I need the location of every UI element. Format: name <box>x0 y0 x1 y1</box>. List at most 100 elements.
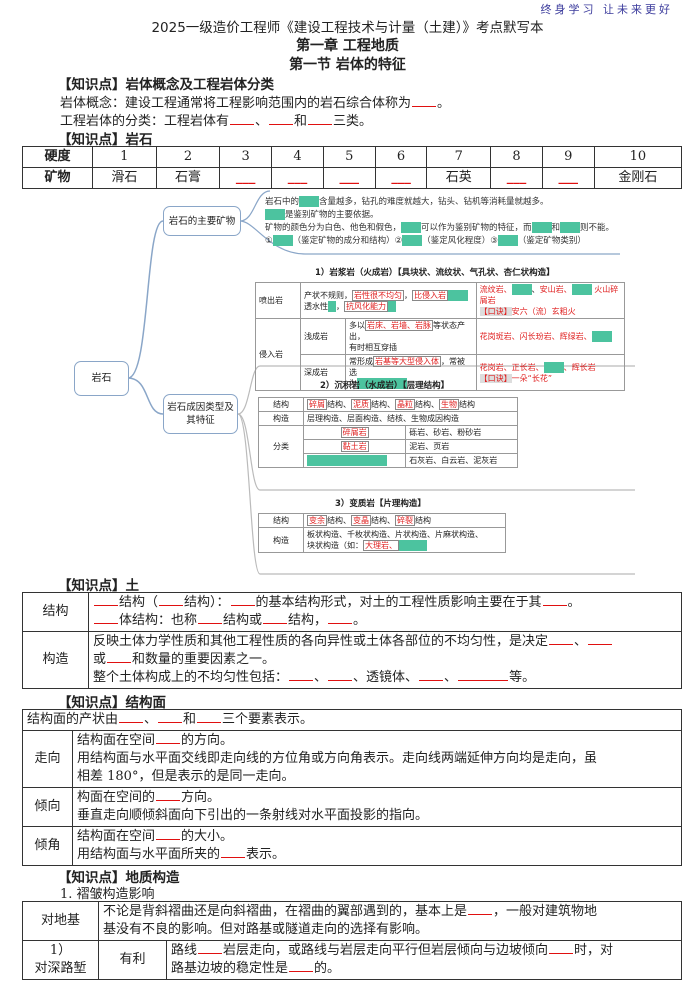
blank <box>468 903 493 915</box>
blank <box>588 633 613 645</box>
mind-map-root: 岩石 <box>74 361 129 396</box>
text: 整个土体构成上的不均匀性包括：、、透镜体、、等。 <box>93 669 536 685</box>
blank <box>549 942 574 954</box>
mineral-note: 矿物的颜色分为白色、他色和假色，可以作为鉴别矿物的特征，而和则不能。 <box>265 222 615 233</box>
effect-type: 有利 <box>98 940 167 980</box>
mask <box>497 235 518 246</box>
blank <box>94 594 118 606</box>
answer: 安山岩、 <box>539 285 572 294</box>
example: 砾岩、砂岩、粉砂岩 <box>405 425 518 440</box>
mask <box>265 209 285 220</box>
mask <box>399 540 427 551</box>
blank <box>119 711 144 723</box>
mask <box>388 300 396 312</box>
text: ，常被选 <box>349 357 465 377</box>
answer: 、辉长岩 <box>563 362 596 372</box>
example: 石灰岩、白云岩、泥灰岩 <box>405 453 518 468</box>
hardness-value: 10 <box>593 146 683 168</box>
text: 路线岩层走向，或路线与岩层走向平行但岩层倾向与边坡倾向时，对 <box>171 942 614 958</box>
kp-heading: 【知识点】岩石 <box>58 132 153 148</box>
blank <box>542 594 567 606</box>
blank <box>198 942 223 954</box>
fold-table: 对地基不论是背斜褶曲还是向斜褶曲，在褶曲的翼部遇到的，基本上是，一般对建筑物地基… <box>22 901 682 980</box>
structural-plane-table: 结构面的产状由、和三个要素表示。 走向结构面在空间的方向。用结构面与水平面交线即… <box>22 709 682 866</box>
kp-heading: 【知识点】结构面 <box>58 695 166 711</box>
mineral-note: 岩石中的含量越多，钻孔的难度就越大，钻头、钻机等消耗量就越多。 <box>265 196 549 207</box>
row-label: 倾角 <box>22 826 73 866</box>
answer: 晶粒 <box>395 399 415 410</box>
blank <box>221 846 246 858</box>
mask <box>511 284 532 295</box>
text: 结构面的产状由、和三个要素表示。 <box>22 709 682 731</box>
mnemonic: 【口诀】 <box>479 307 512 316</box>
blank <box>94 612 118 624</box>
mask <box>543 361 564 373</box>
construction-label: 构造 <box>258 527 304 553</box>
structure-label: 结构 <box>258 513 304 528</box>
hardness-value: 8 <box>490 146 543 168</box>
text: 构面在空间的方向。 <box>77 790 221 805</box>
text: 体结构：也称结构或结构，。 <box>93 612 677 630</box>
row-label: 走向 <box>22 730 73 788</box>
mineral-value: ___ <box>374 167 428 189</box>
text: 结构面在空间的方向。 <box>77 733 234 748</box>
answer: 黏土岩 <box>340 441 369 452</box>
hardness-value: 9 <box>541 146 595 168</box>
answer: 碎屑岩 <box>340 427 369 438</box>
mineral-value: 金刚石 <box>593 167 683 189</box>
blank <box>263 612 288 624</box>
construction-text: 板状构造、千枚状构造、片状构造、片麻状构造、 <box>307 530 483 539</box>
header-slogan: 终身学习 让未来更好 <box>540 3 673 16</box>
kp-heading: 【知识点】地质构造 <box>58 870 180 886</box>
shallow-label: 浅成岩 <box>300 318 346 355</box>
hardness-label: 硬度 <box>22 146 93 168</box>
rock-mass-concept: 岩体概念：建设工程通常将工程影响范围内的岩石综合体称为。 <box>60 96 451 111</box>
metamorphic-title: 3）变质岩【片理构造】 <box>335 499 426 509</box>
mask <box>272 235 293 246</box>
mask <box>531 222 552 233</box>
text: 相差 180°，但是表示的是同一走向。 <box>77 769 295 784</box>
row-label: 对深路堑 <box>34 961 87 976</box>
text: 反映土体力学性质和其他工程性质的各向异性或土体各部位的不均匀性，是决定、 <box>93 633 677 651</box>
sedimentary-table: 结构碎屑结构、泥质结构、晶粒结构、生物结构 构造层理构造、层面构造、结核、生物成… <box>258 397 518 468</box>
answer: 大理岩、 <box>363 540 399 551</box>
hardness-value: 4 <box>271 146 324 168</box>
answer: 花岗斑岩、闪长玢岩、辉绿岩、 <box>479 332 592 341</box>
answer: 生物 <box>439 399 459 410</box>
mnemonic: 一朵“长花” <box>511 373 552 383</box>
mask <box>571 284 592 295</box>
hardness-value: 5 <box>322 146 376 168</box>
text: 结构 <box>415 516 431 525</box>
text: 多以 <box>349 321 365 330</box>
blank <box>328 612 353 624</box>
answer: 变余 <box>307 515 327 526</box>
answer: 岩性很不均匀 <box>352 289 404 301</box>
mind-map-node-minerals: 岩石的主要矿物 <box>163 206 241 236</box>
answer: 火山碎屑岩 <box>479 285 619 305</box>
text: 基没有不良的影响。但对路基或隧道走向的选择有影响。 <box>103 922 429 937</box>
mineral-value: 石膏 <box>155 167 221 189</box>
text: 路基边坡的稳定性是的。 <box>171 961 341 976</box>
mnemonic: 【口诀】 <box>479 373 512 383</box>
answer: 抗风化能力 <box>344 300 388 312</box>
text: 结构 <box>327 516 343 525</box>
chapter-title: 第一章 工程地质 <box>296 38 399 54</box>
answer: 碎裂 <box>395 515 415 526</box>
row-label: 对地基 <box>22 901 99 941</box>
mineral-value: ___ <box>322 167 376 189</box>
blank <box>159 594 184 606</box>
text: 结构 <box>459 400 475 409</box>
answer: 变晶 <box>351 515 371 526</box>
blank <box>289 669 314 681</box>
blank <box>197 711 222 723</box>
text: 结构 <box>415 400 431 409</box>
answer: 岩床、岩墙、岩脉 <box>365 320 433 331</box>
mineral-value: ___ <box>541 167 595 189</box>
mineral-note: 是鉴别矿物的主要依据。 <box>265 209 379 221</box>
text: 结构（结构）：的基本结构形式，对土的工程性质影响主要在于其。 <box>93 594 677 612</box>
construction-text: 块状构造（如： <box>307 541 363 550</box>
row-label: 倾向 <box>22 787 73 827</box>
blank <box>230 594 255 606</box>
text: 用结构面与水平面交线即走向线的方位角或方向角表示。走向线两端延伸方向均是走向，虽 <box>77 751 598 766</box>
